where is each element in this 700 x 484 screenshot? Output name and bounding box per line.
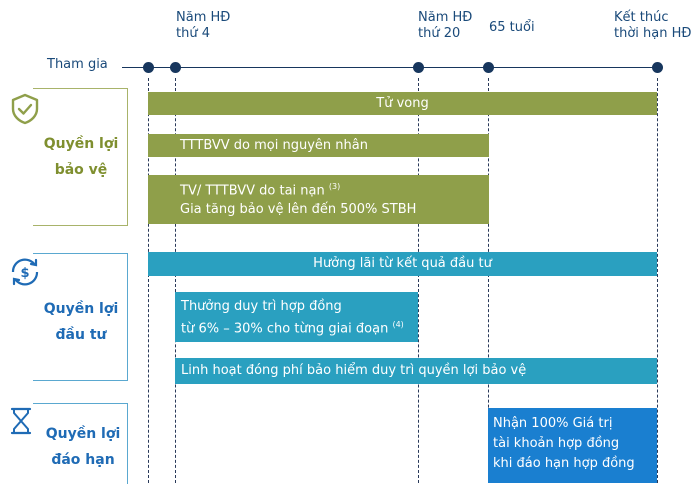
marker-age65-label: 65 tuổi [489,20,535,35]
dollar-cycle-icon: $ [5,254,45,290]
protection-bracket [33,88,128,226]
maturity-bracket [33,403,128,484]
guide-line-end [657,78,658,483]
guide-line-age65 [488,78,489,483]
bar-bonus-line1: Thưởng duy trì hợp đồng [181,299,342,314]
shield-check-icon [8,92,42,126]
timeline-dot-end [652,62,663,73]
protection-section-title: Quyền lợi bảo vệ [43,136,119,178]
marker-year4-label: Năm HĐ thứ 4 [176,10,231,41]
bar-maturity-benefit: Nhận 100% Giá trị tài khoản hợp đồng khi… [488,408,657,483]
investment-section-title: Quyền lợi đầu tư [43,301,119,343]
guide-line-year20 [418,78,419,483]
timeline-start-label: Tham gia [47,57,108,72]
bar-accident-line2: Gia tăng bảo vệ lên đến 500% STBH [180,202,417,218]
timeline-dot-year20 [413,62,424,73]
bar-tttbvv-all-causes: TTTBVV do mọi nguyên nhân [148,134,489,157]
bar-maturity-line2: tài khoản hợp đồng [493,436,620,451]
timeline-axis [130,67,658,68]
timeline-axis-lead [122,67,130,68]
bar-accident: TV/ TTTBVV do tai nạn (3) Gia tăng bảo v… [148,175,489,224]
timeline-dot-year4 [170,62,181,73]
marker-year20-label: Năm HĐ thứ 20 [418,10,473,41]
bar-death: Tử vong [148,92,657,115]
marker-end-label: Kết thúc thời hạn HĐ [614,10,692,41]
bar-bonus-line2: từ 6% – 30% cho từng giai đoạn [181,321,389,337]
hourglass-icon [9,407,33,435]
guide-line-year4 [175,78,176,483]
bar-investment-return: Hưởng lãi từ kết quả đầu tư [148,252,657,276]
bar-bonus-footnote: (4) [392,320,404,329]
guide-line-start [148,78,149,483]
bar-flexible-premium: Linh hoạt đóng phí bảo hiểm duy trì quyề… [175,358,657,384]
bar-accident-footnote: (3) [328,182,341,191]
bar-accident-line1: TV/ TTTBVV do tai nạn [180,183,325,199]
svg-text:$: $ [20,266,29,281]
bar-maturity-line1: Nhận 100% Giá trị [493,416,613,431]
bar-maturity-line3: khi đáo hạn hợp đồng [493,456,635,471]
investment-bracket [33,253,128,381]
maturity-section-title: Quyền lợi đáo hạn [45,426,121,468]
bar-loyalty-bonus: Thưởng duy trì hợp đồng từ 6% – 30% cho … [175,292,418,342]
timeline-dot-start [143,62,154,73]
timeline-dot-age65 [483,62,494,73]
